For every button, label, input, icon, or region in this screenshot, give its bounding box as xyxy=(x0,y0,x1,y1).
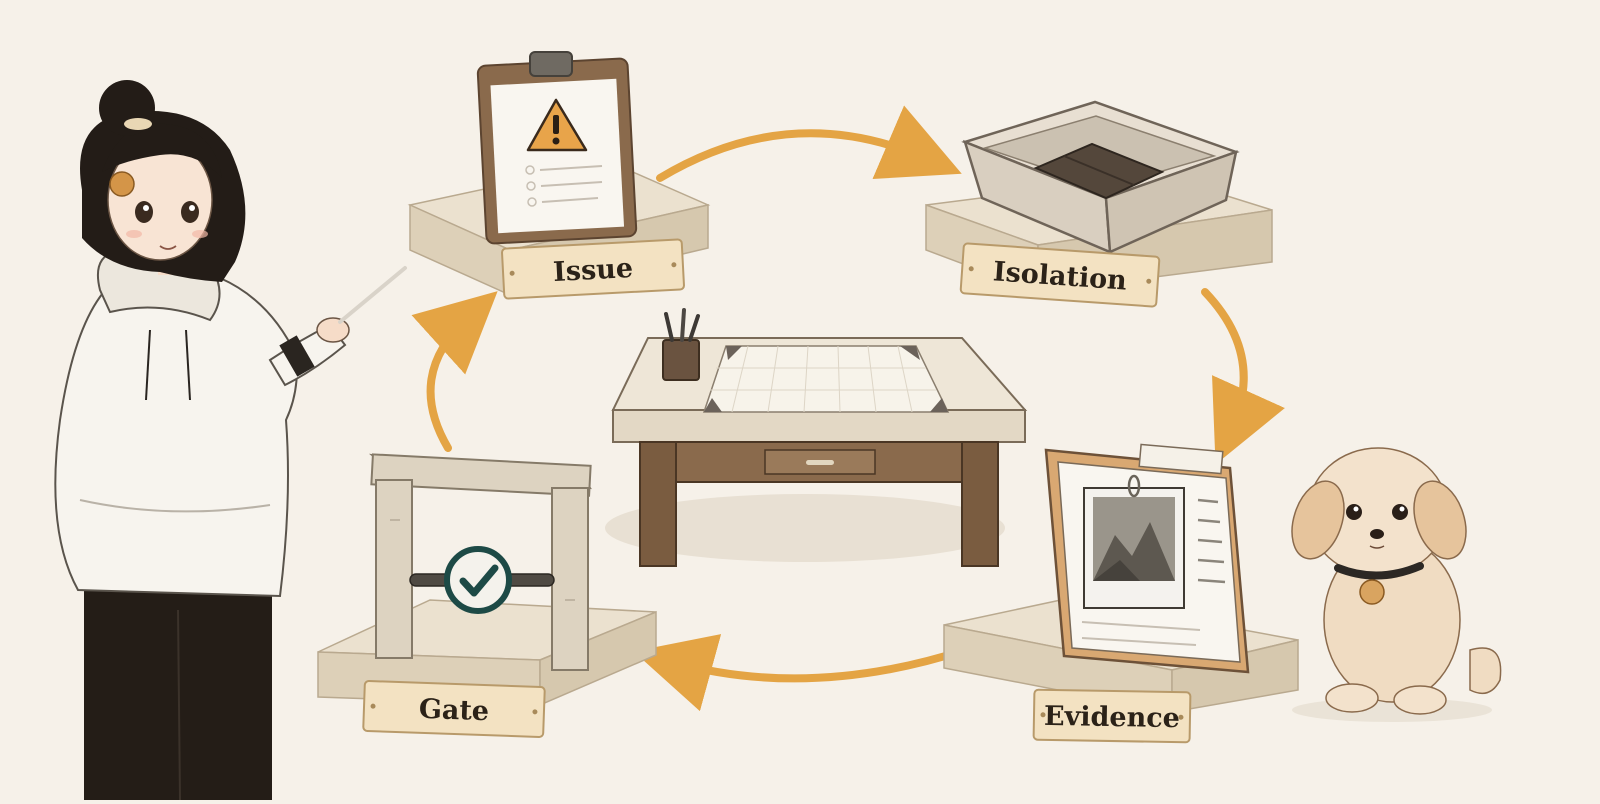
isolation-plaque: Isolation xyxy=(959,242,1161,308)
girl-character-illustration xyxy=(54,80,407,801)
issue-plaque: Issue xyxy=(501,238,685,300)
gate-label: Gate xyxy=(418,694,489,727)
dog-character-illustration xyxy=(1291,447,1502,722)
cycle-arrows xyxy=(411,105,1285,712)
arrow-isolation-to-evidence xyxy=(1201,288,1285,465)
arrow-issue-to-isolation xyxy=(656,105,962,182)
arrow-evidence-to-gate xyxy=(633,634,969,712)
arrow-gate-to-issue xyxy=(411,291,498,452)
gate-plaque: Gate xyxy=(362,680,546,738)
issue-label: Issue xyxy=(552,253,633,288)
gate-check-icon xyxy=(368,453,592,671)
folder-photo-icon xyxy=(1044,443,1250,674)
isolation-station: Isolation xyxy=(925,100,1273,308)
evidence-plaque: Evidence xyxy=(1032,688,1192,744)
tray-icon xyxy=(961,100,1240,254)
evidence-station: Evidence xyxy=(943,443,1299,744)
gate-station: Gate xyxy=(317,453,657,738)
issue-station: Issue xyxy=(407,51,711,300)
workbench-icon xyxy=(605,308,1028,567)
evidence-label: Evidence xyxy=(1044,701,1180,734)
clipboard-warning-icon xyxy=(476,51,638,245)
